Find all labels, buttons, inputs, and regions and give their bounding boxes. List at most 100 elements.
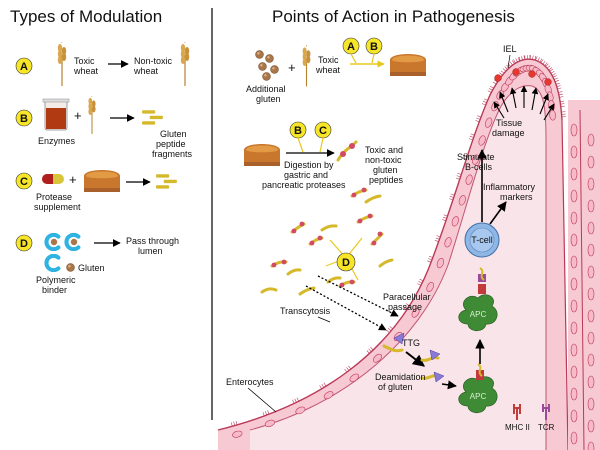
gluten-ball-icon bbox=[66, 263, 75, 272]
microvillus bbox=[463, 155, 468, 158]
gluten-peptide bbox=[364, 194, 382, 204]
microvillus bbox=[262, 412, 265, 417]
microvillus bbox=[490, 85, 494, 89]
microvillus bbox=[544, 62, 548, 66]
microvillus bbox=[504, 66, 508, 70]
microvillus bbox=[436, 235, 441, 238]
microvillus bbox=[417, 283, 422, 286]
enterocyte-nucleus bbox=[264, 419, 275, 428]
badge-d-letter: D bbox=[20, 238, 28, 250]
enterocyte-nucleus bbox=[295, 406, 306, 415]
microvillus bbox=[230, 422, 233, 427]
microvillus bbox=[560, 100, 565, 102]
enterocyte-nucleus bbox=[570, 145, 578, 159]
microvillus bbox=[344, 368, 348, 373]
microvillus bbox=[267, 410, 270, 415]
microvillus bbox=[403, 307, 407, 311]
microvillus bbox=[427, 260, 432, 263]
digestion-line1: Digestion by bbox=[284, 160, 334, 170]
microvillus bbox=[456, 175, 461, 178]
gluten-peptide bbox=[290, 221, 306, 234]
microvillus bbox=[535, 56, 538, 61]
enterocyte-nucleus bbox=[570, 167, 578, 181]
microvillus bbox=[509, 61, 513, 66]
enterocyte-nucleus bbox=[587, 309, 595, 323]
peptides-line2: non-toxic bbox=[365, 155, 402, 165]
bread-icon bbox=[84, 170, 120, 192]
apc-label: APC bbox=[470, 310, 487, 319]
enterocytes-pointer bbox=[247, 387, 277, 413]
badge-b-letter: B bbox=[20, 113, 28, 125]
wheat-icon bbox=[302, 45, 311, 87]
additional-gluten-line1: Additional bbox=[246, 84, 286, 94]
polymeric-binder-icon bbox=[46, 235, 78, 270]
microvillus bbox=[389, 326, 393, 330]
d-output-line2: lumen bbox=[138, 246, 163, 256]
iel-label: IEL bbox=[503, 44, 517, 54]
deamidation-line1: Deamidation bbox=[375, 372, 426, 382]
microvillus bbox=[502, 68, 506, 72]
badge-c-connector bbox=[319, 137, 324, 153]
microvillus bbox=[515, 58, 518, 63]
badge-b-connector bbox=[297, 137, 304, 153]
microvillus bbox=[435, 237, 440, 240]
microvillus bbox=[529, 55, 531, 60]
inflammatory-line2: markers bbox=[500, 192, 533, 202]
enterocyte-nucleus bbox=[436, 258, 445, 269]
microvillus bbox=[457, 173, 462, 175]
microvillus bbox=[557, 87, 562, 90]
plus-sign: + bbox=[288, 60, 296, 75]
enterocyte-nucleus bbox=[570, 255, 578, 269]
microvillus bbox=[542, 60, 546, 65]
paracellular-arrow bbox=[317, 275, 399, 317]
enterocyte-nucleus bbox=[570, 277, 578, 291]
microvillus bbox=[475, 120, 480, 123]
enterocyte-nucleus bbox=[373, 353, 382, 363]
peptide-chain bbox=[336, 140, 358, 162]
paracellular-line1: Paracellular bbox=[383, 292, 431, 302]
microvillus bbox=[555, 82, 560, 85]
transcytosis-label: Transcytosis bbox=[280, 306, 331, 316]
enterocyte-nucleus bbox=[570, 431, 578, 445]
microvillus bbox=[366, 350, 370, 354]
damage-arrow bbox=[509, 87, 517, 109]
microvillus bbox=[553, 77, 558, 80]
iel-pointer bbox=[507, 54, 511, 69]
bread-icon bbox=[244, 144, 280, 166]
enterocyte-nucleus bbox=[587, 177, 595, 191]
additional-gluten bbox=[255, 50, 279, 81]
microvillus bbox=[449, 196, 454, 198]
microvillus bbox=[506, 64, 510, 68]
d-binder-line1: Polymeric bbox=[36, 275, 76, 285]
gluten-peptide bbox=[338, 279, 356, 288]
microvillus bbox=[235, 420, 238, 425]
lamina-peptide bbox=[382, 344, 404, 353]
microvillus bbox=[468, 138, 473, 141]
microvillus bbox=[476, 117, 481, 120]
enterocyte-nucleus bbox=[570, 189, 578, 203]
microvillus bbox=[323, 382, 327, 387]
enterocyte-nucleus bbox=[570, 123, 578, 137]
row-b: B + Enzymes Gluten peptide fragments bbox=[15, 96, 193, 159]
wheat-icon bbox=[57, 42, 67, 86]
enterocyte-nucleus bbox=[411, 307, 420, 318]
gluten-peptide bbox=[270, 259, 288, 268]
b-input-label: Enzymes bbox=[38, 136, 76, 146]
microvillus bbox=[450, 193, 455, 196]
d-gluten-label: Gluten bbox=[78, 263, 105, 273]
enterocyte-nucleus bbox=[587, 265, 595, 279]
a-output-line1: Non-toxic bbox=[134, 56, 173, 66]
enterocyte-nucleus bbox=[549, 109, 556, 121]
enterocyte-nucleus bbox=[458, 195, 466, 206]
iel-cell bbox=[494, 74, 502, 82]
microvillus bbox=[405, 303, 410, 307]
enterocyte-nucleus bbox=[587, 419, 595, 433]
microvillus bbox=[548, 67, 552, 71]
badge-a-letter: A bbox=[20, 61, 28, 73]
gluten-peptide bbox=[286, 268, 302, 276]
d-binder-line2: binder bbox=[42, 285, 67, 295]
microvillus bbox=[487, 90, 492, 93]
apc-upper: APC bbox=[458, 294, 498, 332]
enterocyte-nucleus bbox=[587, 199, 595, 213]
microvillus bbox=[492, 81, 497, 85]
